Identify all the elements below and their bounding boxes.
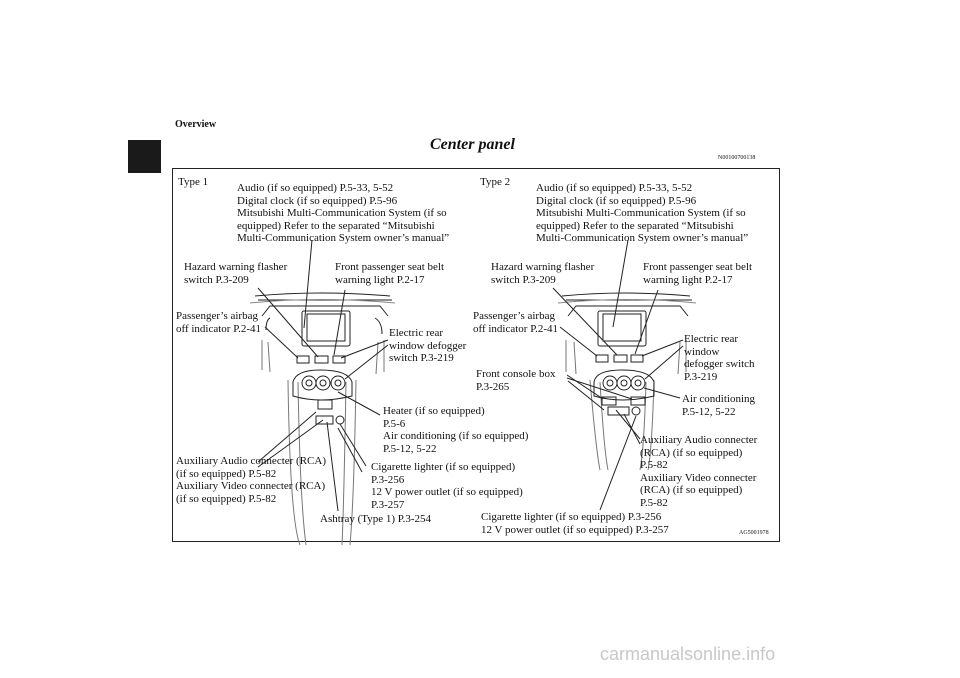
type2-defogger-callout: Electric rear window defogger switch P.3…: [684, 333, 755, 383]
type1-audio-callout: Audio (if so equipped) P.5-33, 5-52 Digi…: [237, 182, 450, 244]
type2-airbag-callout: Passenger’s airbag off indicator P.2-41: [473, 310, 559, 335]
type1-knob-right: [330, 375, 346, 391]
page-title: Center panel: [430, 136, 515, 153]
type2-switch-left: [595, 354, 609, 363]
type1-audio-unit: [301, 310, 351, 347]
type1-airbag-callout: Passenger’s airbag off indicator P.2-41: [176, 310, 262, 335]
type2-hazard-callout: Hazard warning flasher switch P.3-209: [491, 261, 595, 286]
type2-knob-center: [616, 375, 632, 391]
type1-ashtray-callout: Ashtray (Type 1) P.3-254: [320, 513, 432, 525]
type2-console-slot-left: [601, 396, 617, 406]
type2-aircon-callout: Air conditioning P.5-12, 5-22: [682, 393, 756, 418]
type2-hazard-switch: [613, 354, 628, 363]
type2-console-slot-right: [630, 396, 646, 406]
type2-seatbelt-callout: Front passenger seat belt warning light …: [643, 261, 753, 286]
type1-aux-callout: Auxiliary Audio connecter (RCA) (if so e…: [176, 455, 326, 505]
type1-hazard-switch: [314, 355, 329, 364]
section-tab-marker: [128, 140, 161, 173]
type1-aux-connectors: [315, 415, 334, 425]
type1-climate-panel: [292, 369, 353, 401]
type2-knob-left: [602, 375, 618, 391]
type2-label: Type 2: [480, 176, 511, 188]
type1-hazard-callout: Hazard warning flasher switch P.3-209: [184, 261, 288, 286]
type2-climate-panel: [593, 369, 655, 401]
type2-aux-connectors: [607, 406, 630, 416]
type2-knob-right: [630, 375, 646, 391]
type2-console-callout: Front console box P.3-265: [476, 368, 556, 393]
type1-knob-left: [301, 375, 317, 391]
type1-heater-callout: Heater (if so equipped) P.5-6 Air condit…: [383, 405, 529, 455]
watermark-text: carmanualsonline.info: [600, 644, 776, 664]
type1-cigarette-lighter: [335, 415, 345, 425]
type2-dashboard-drawing: [557, 292, 697, 471]
type2-lighter-callout: Cigarette lighter (if so equipped) P.3-2…: [481, 511, 669, 536]
type2-aux-callout: Auxiliary Audio connecter (RCA) (if so e…: [640, 434, 758, 509]
type2-audio-unit: [597, 310, 647, 347]
type1-lighter-callout: Cigarette lighter (if so equipped) P.3-2…: [371, 461, 523, 511]
type1-label: Type 1: [178, 176, 209, 188]
type2-switch-right: [630, 354, 644, 363]
type1-defogger-callout: Electric rear window defogger switch P.3…: [389, 327, 467, 364]
type1-seatbelt-callout: Front passenger seat belt warning light …: [335, 261, 445, 286]
type1-display-screen: [306, 313, 346, 342]
figure-code: AG5001978: [739, 530, 769, 536]
type1-switch-right: [332, 355, 346, 364]
section-header: Overview: [175, 119, 217, 130]
type2-audio-callout: Audio (if so equipped) P.5-33, 5-52 Digi…: [536, 182, 749, 244]
type2-cigarette-lighter: [631, 406, 641, 416]
type1-knob-center: [315, 375, 331, 391]
type1-console-slot: [317, 399, 333, 410]
type2-display-screen: [602, 313, 642, 342]
type2-leader-lines: [552, 239, 684, 511]
figure-frame: [172, 168, 780, 542]
section-code: N00100700138: [718, 155, 756, 161]
type1-switch-left: [296, 355, 310, 364]
type1-leader-lines: [257, 239, 389, 512]
type1-dashboard-drawing: [249, 292, 396, 546]
